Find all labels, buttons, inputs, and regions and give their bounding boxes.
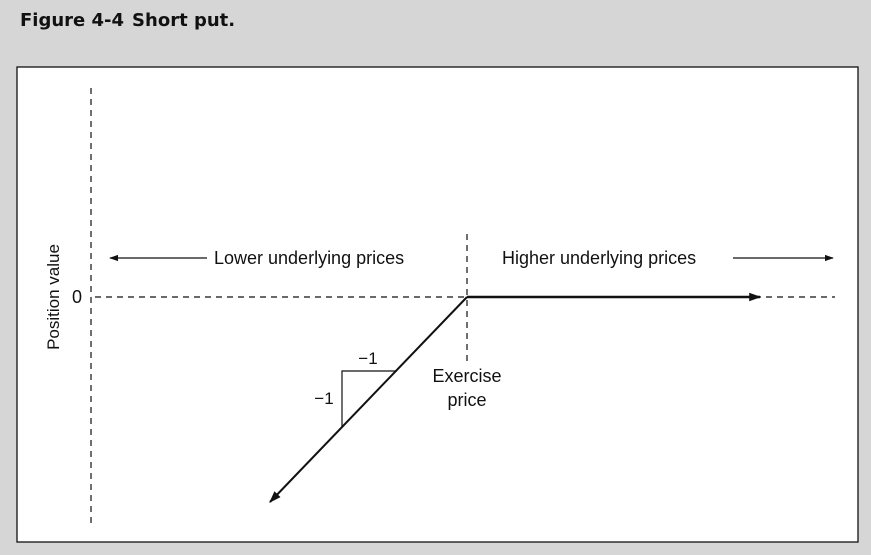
slope-rise-label: −1 [314,389,333,408]
lower-prices-label: Lower underlying prices [214,248,404,268]
figure-caption: Short put. [132,10,236,31]
figure-title: Figure 4-4 Short put. [20,10,235,31]
plot-frame [16,66,859,543]
payoff-loss-segment [269,296,468,503]
figure-number: Figure 4-4 [20,10,125,31]
slope-triangle [341,370,397,427]
higher-prices-label: Higher underlying prices [502,248,696,268]
exercise-price-label-line1: Exercise [432,366,501,386]
y-tick-label-0: 0 [72,287,82,307]
y-axis-label: Position value [44,244,63,350]
slope-run-label: −1 [358,349,377,368]
exercise-price-label-line2: price [447,390,486,410]
